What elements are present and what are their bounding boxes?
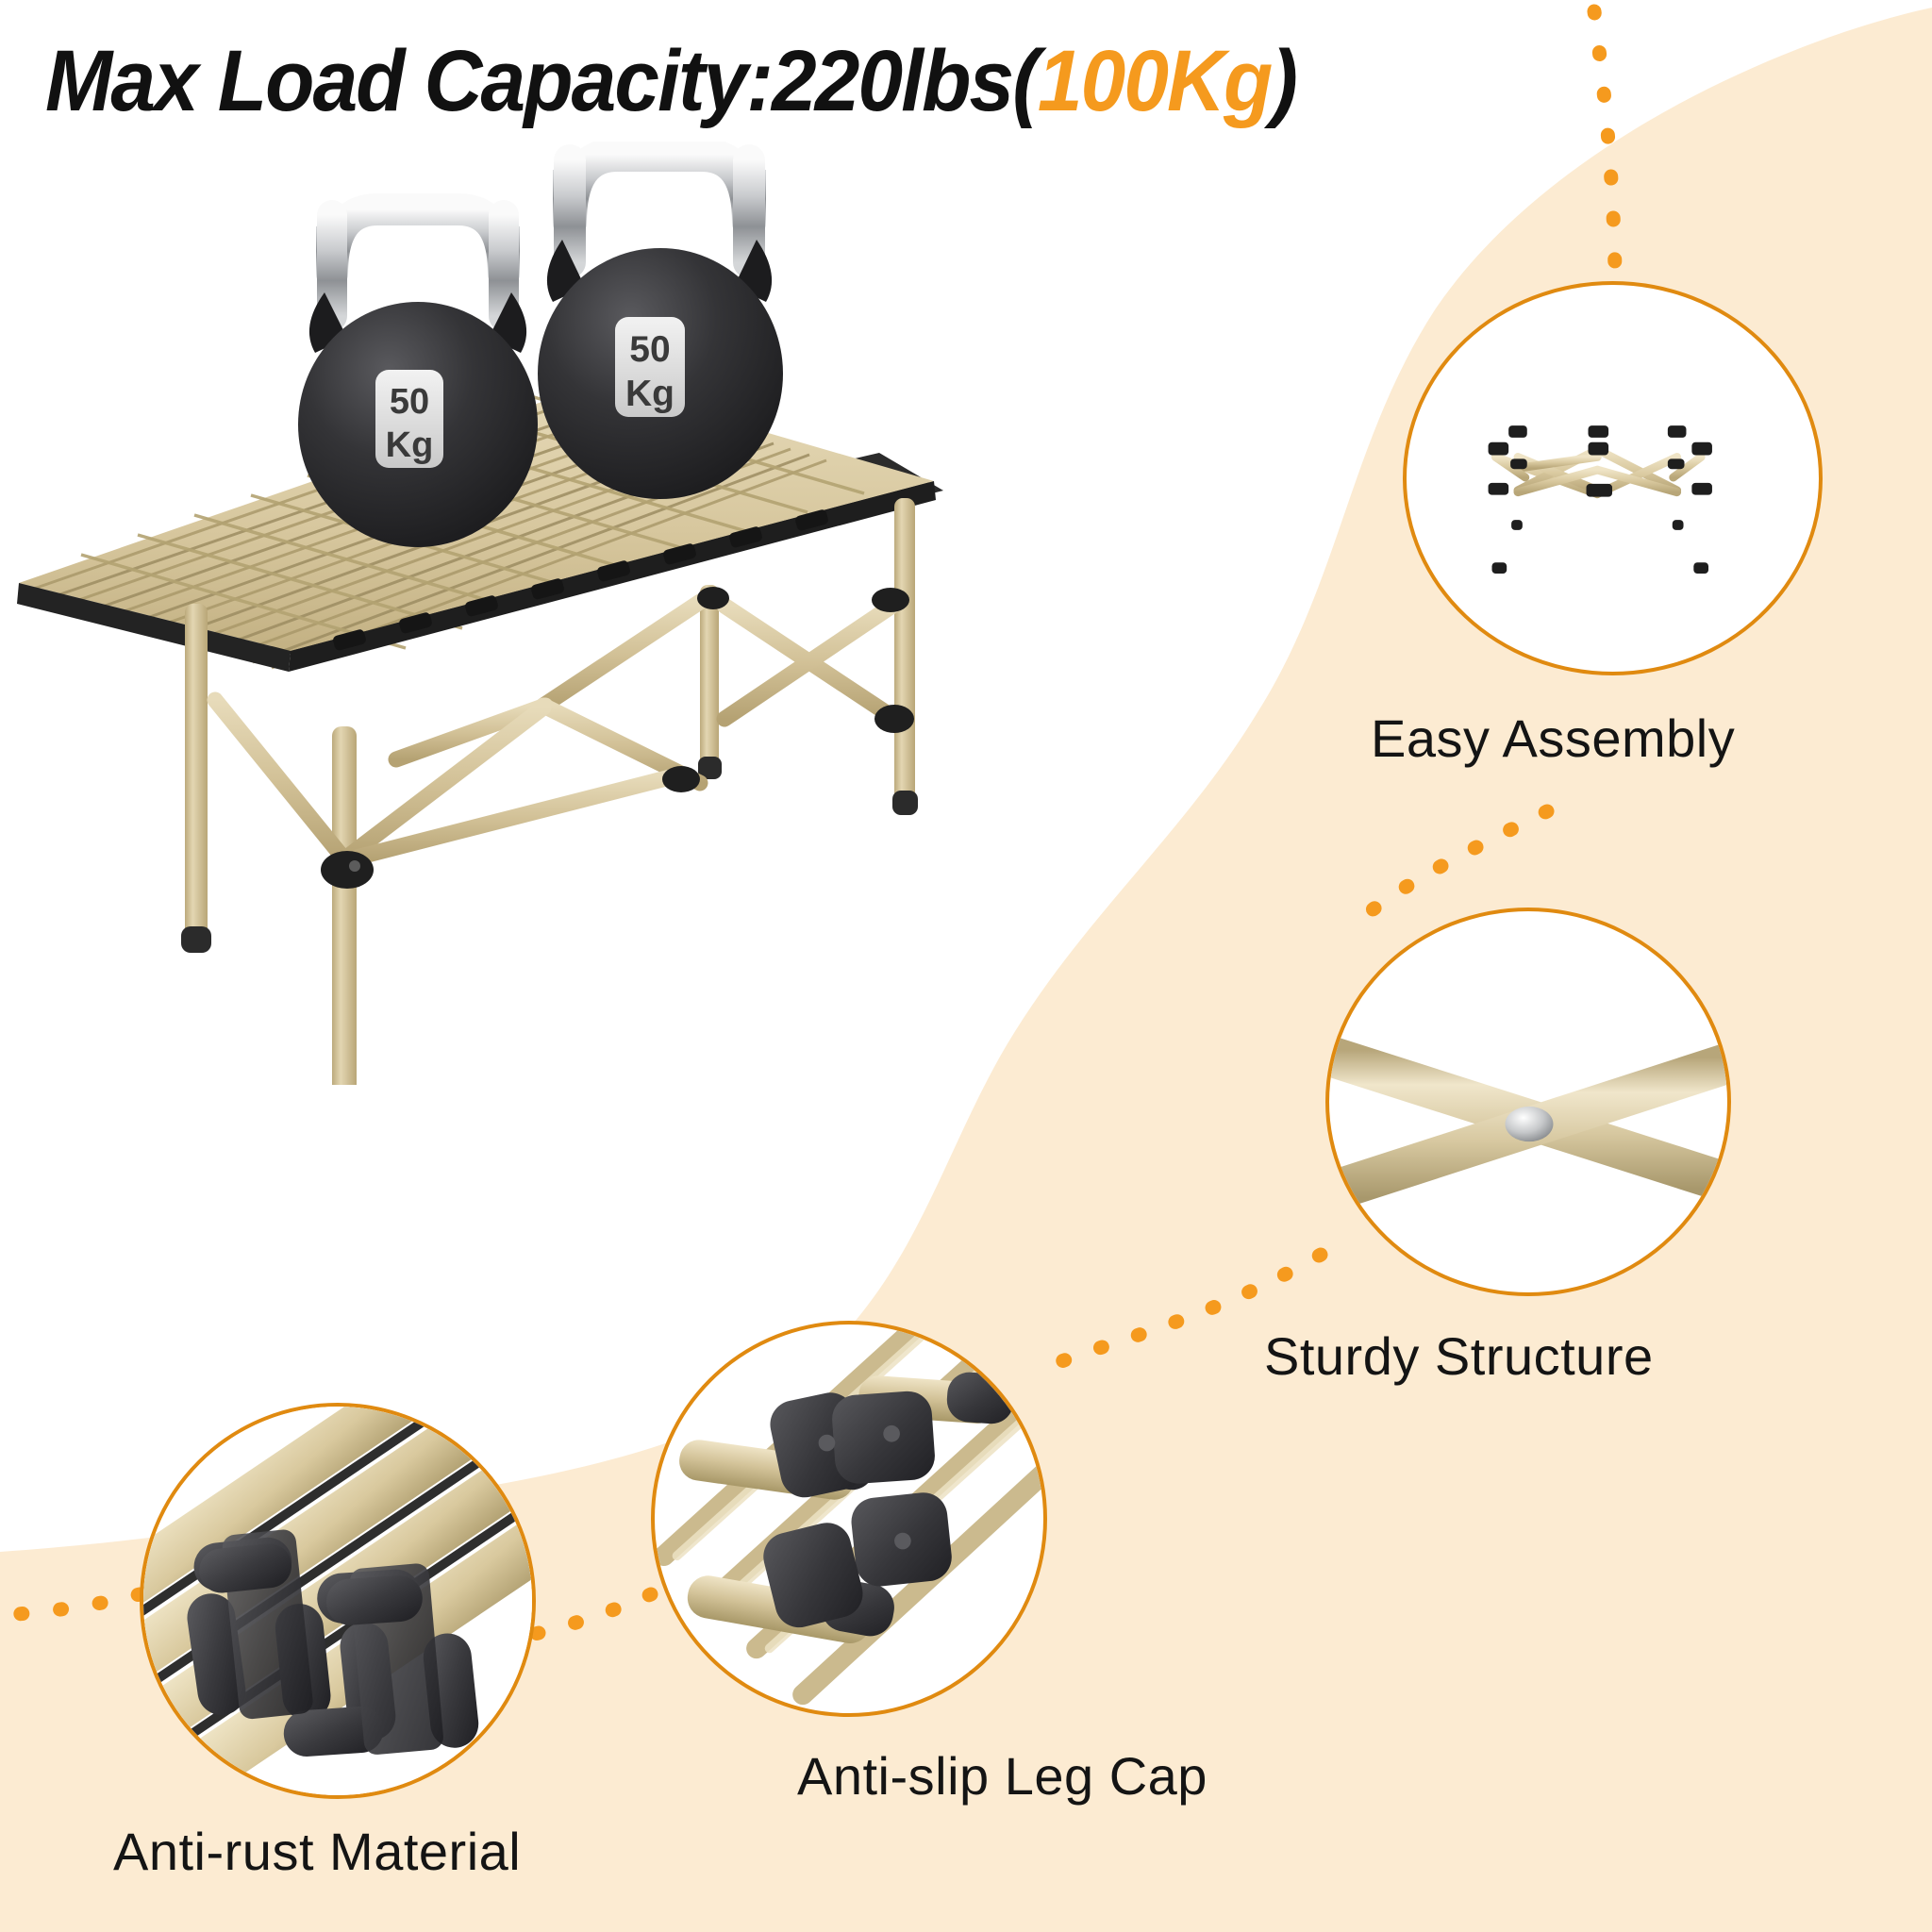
anti-slip-cap — [946, 1372, 1014, 1424]
weight-plate — [375, 370, 443, 468]
callout-anti-slip-leg-cap — [651, 1321, 1047, 1717]
feature-label-anti-slip-leg-cap: Anti-slip Leg Cap — [797, 1746, 1208, 1806]
title-prefix: Max Load Capacity:220lbs( — [45, 33, 1040, 129]
callout-sturdy-structure — [1325, 908, 1731, 1296]
callout-easy-assembly — [1403, 281, 1823, 675]
product-illustration: 50 Kg 50 Kg — [17, 142, 943, 1085]
hinge-clip — [283, 1706, 384, 1757]
frame-diagram — [1438, 425, 1780, 575]
leg-cap-detail — [655, 1324, 1043, 1706]
table-frame — [181, 498, 918, 1085]
weight-unit: Kg — [386, 425, 434, 465]
weight-unit: Kg — [625, 374, 675, 414]
page-title: Max Load Capacity:220lbs(100Kg) — [45, 33, 1298, 129]
joint-knuckle — [662, 766, 700, 792]
joint-knuckle — [321, 851, 374, 889]
title-highlight: 100Kg — [1037, 33, 1273, 129]
joint-knuckle — [874, 705, 914, 733]
anti-rust-detail — [143, 1407, 532, 1795]
weight-value-top: 50 — [390, 382, 429, 422]
callout-anti-rust-material — [140, 1403, 536, 1799]
cross-brace-detail — [1329, 1034, 1727, 1214]
leg-cap-foot — [892, 791, 918, 815]
feature-label-anti-rust-material: Anti-rust Material — [113, 1822, 522, 1881]
title-suffix: ) — [1271, 33, 1297, 129]
weight-plate — [615, 317, 685, 417]
feature-label-easy-assembly: Easy Assembly — [1371, 708, 1736, 768]
feature-label-sturdy-structure: Sturdy Structure — [1264, 1326, 1654, 1386]
rivet — [1505, 1106, 1554, 1142]
weight-value-top: 50 — [629, 329, 670, 370]
kettlebell-right: 50 Kg — [538, 142, 783, 499]
kettlebell-left: 50 Kg — [298, 193, 538, 547]
